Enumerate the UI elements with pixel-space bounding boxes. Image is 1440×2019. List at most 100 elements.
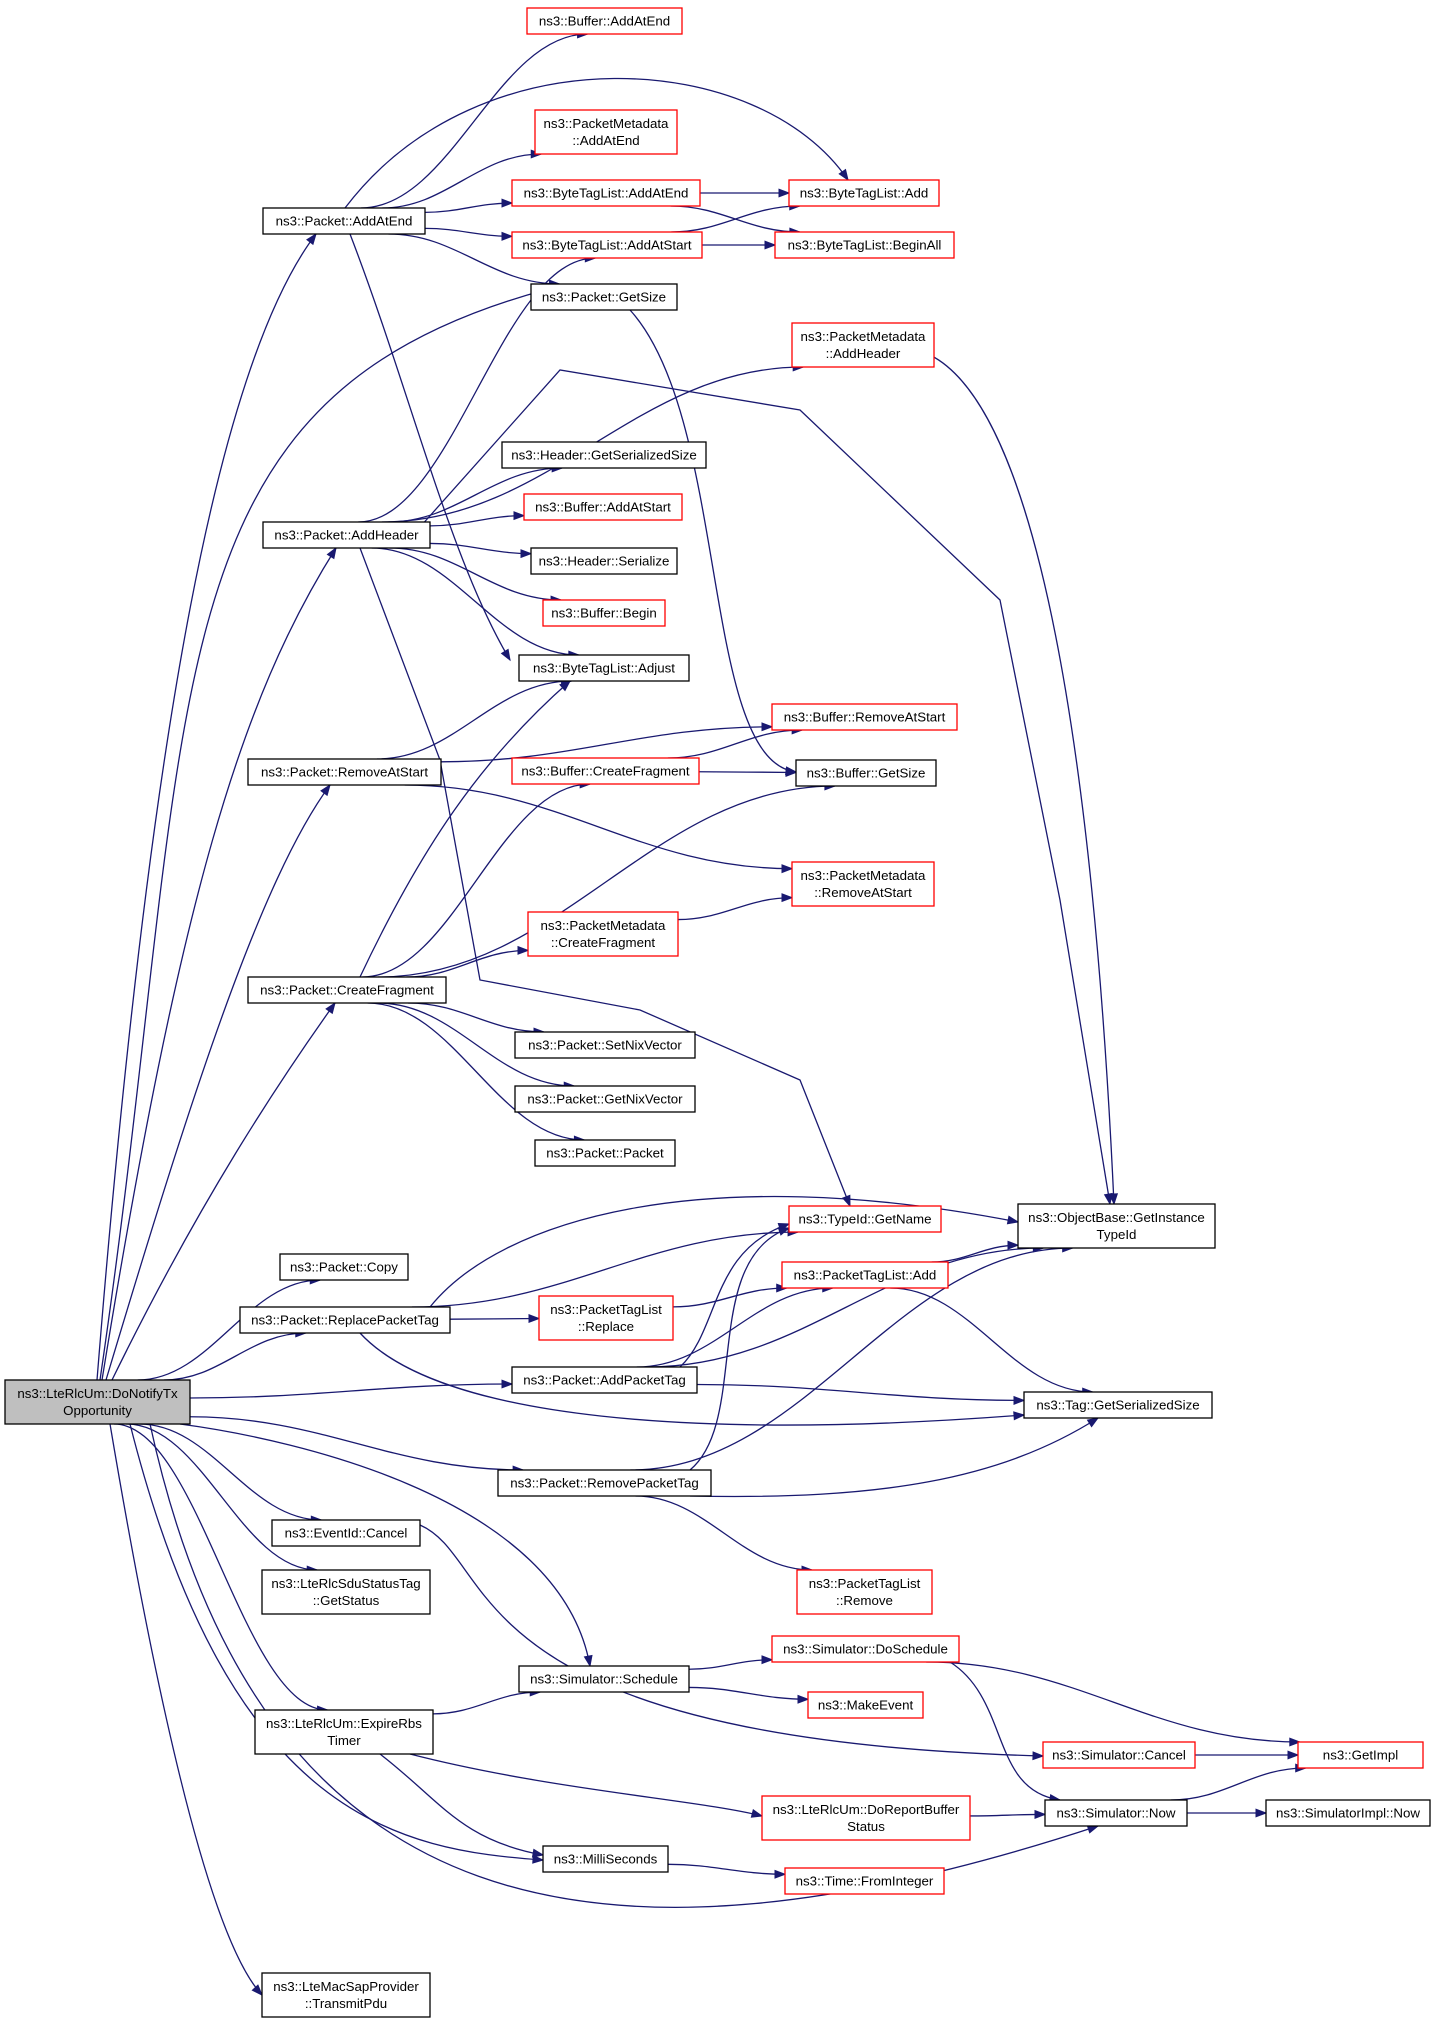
- function-node-btlAddAtEnd[interactable]: ns3::ByteTagList::AddAtEnd: [511, 179, 701, 207]
- function-node-ptlRemove[interactable]: ns3::PacketTagList::Remove: [796, 1569, 933, 1615]
- node-box[interactable]: [795, 759, 937, 787]
- function-node-replacePacketTag[interactable]: ns3::Packet::ReplacePacketTag: [239, 1306, 451, 1334]
- function-node-transmitPdu[interactable]: ns3::LteMacSapProvider::TransmitPdu: [261, 1972, 431, 2018]
- function-node-btlAddAtStart[interactable]: ns3::ByteTagList::AddAtStart: [511, 231, 703, 259]
- node-box[interactable]: [518, 654, 690, 682]
- function-node-simDoSchedule[interactable]: ns3::Simulator::DoSchedule: [771, 1635, 960, 1663]
- node-box[interactable]: [761, 1795, 971, 1841]
- function-node-simSchedule[interactable]: ns3::Simulator::Schedule: [518, 1665, 690, 1693]
- node-box[interactable]: [254, 1709, 434, 1755]
- node-box[interactable]: [771, 703, 958, 731]
- node-box[interactable]: [279, 1253, 409, 1281]
- function-node-getImpl[interactable]: ns3::GetImpl: [1297, 1741, 1424, 1769]
- node-box[interactable]: [1023, 1391, 1213, 1419]
- node-box[interactable]: [1044, 1799, 1188, 1827]
- function-node-pktGetSize[interactable]: ns3::Packet::GetSize: [530, 283, 678, 311]
- node-box[interactable]: [262, 207, 426, 235]
- node-box[interactable]: [4, 1379, 191, 1425]
- function-node-bufAddAtEnd[interactable]: ns3::Buffer::AddAtEnd: [526, 7, 683, 35]
- function-node-typeIdGetName[interactable]: ns3::TypeId::GetName: [788, 1205, 942, 1233]
- node-box[interactable]: [514, 1031, 696, 1059]
- function-node-bufCreateFragment[interactable]: ns3::Buffer::CreateFragment: [511, 757, 700, 785]
- function-node-ptlAdd[interactable]: ns3::PacketTagList::Add: [781, 1261, 949, 1289]
- node-box[interactable]: [530, 283, 678, 311]
- function-node-tagGetSerSize[interactable]: ns3::Tag::GetSerializedSize: [1023, 1391, 1213, 1419]
- node-box[interactable]: [514, 1085, 696, 1113]
- node-box[interactable]: [511, 231, 703, 259]
- node-box[interactable]: [1297, 1741, 1424, 1769]
- function-node-setNixVector[interactable]: ns3::Packet::SetNixVector: [514, 1031, 696, 1059]
- function-node-simCancel[interactable]: ns3::Simulator::Cancel: [1042, 1741, 1196, 1769]
- node-box[interactable]: [774, 231, 955, 259]
- node-box[interactable]: [534, 109, 678, 155]
- node-box[interactable]: [511, 1366, 698, 1394]
- function-node-removePacketTag[interactable]: ns3::Packet::RemovePacketTag: [497, 1469, 712, 1497]
- node-box[interactable]: [771, 1635, 960, 1663]
- function-node-btlBeginAll[interactable]: ns3::ByteTagList::BeginAll: [774, 231, 955, 259]
- node-box[interactable]: [511, 179, 701, 207]
- function-node-pmRemoveAtStart[interactable]: ns3::PacketMetadata::RemoveAtStart: [791, 861, 935, 907]
- node-box[interactable]: [511, 757, 700, 785]
- node-box[interactable]: [247, 976, 447, 1004]
- node-box[interactable]: [271, 1519, 421, 1547]
- node-box[interactable]: [791, 322, 935, 368]
- function-node-addPacketTag[interactable]: ns3::Packet::AddPacketTag: [511, 1366, 698, 1394]
- node-box[interactable]: [526, 7, 683, 35]
- function-node-pmAddHeader[interactable]: ns3::PacketMetadata::AddHeader: [791, 322, 935, 368]
- node-box[interactable]: [807, 1691, 924, 1719]
- node-box[interactable]: [530, 547, 678, 575]
- function-node-sduGetStatus[interactable]: ns3::LteRlcSduStatusTag::GetStatus: [261, 1569, 431, 1615]
- node-box[interactable]: [262, 521, 431, 549]
- node-box[interactable]: [239, 1306, 451, 1334]
- node-box[interactable]: [781, 1261, 949, 1289]
- node-box[interactable]: [791, 861, 935, 907]
- node-box[interactable]: [1017, 1203, 1216, 1249]
- function-node-simImplNow[interactable]: ns3::SimulatorImpl::Now: [1265, 1799, 1431, 1827]
- node-box[interactable]: [1265, 1799, 1431, 1827]
- function-node-bufGetSize[interactable]: ns3::Buffer::GetSize: [795, 759, 937, 787]
- function-node-bufAddAtStart[interactable]: ns3::Buffer::AddAtStart: [523, 493, 683, 521]
- node-box[interactable]: [796, 1569, 933, 1615]
- function-node-ptlReplace[interactable]: ns3::PacketTagList::Replace: [538, 1295, 674, 1341]
- function-node-bufBegin[interactable]: ns3::Buffer::Begin: [542, 599, 666, 627]
- function-node-milliSeconds[interactable]: ns3::MilliSeconds: [542, 1845, 669, 1873]
- node-box[interactable]: [534, 1139, 676, 1167]
- node-box[interactable]: [518, 1665, 690, 1693]
- node-box[interactable]: [247, 758, 442, 786]
- function-node-hdrSerialize[interactable]: ns3::Header::Serialize: [530, 547, 678, 575]
- function-node-pmAddAtEnd[interactable]: ns3::PacketMetadata::AddAtEnd: [534, 109, 678, 155]
- node-box[interactable]: [538, 1295, 674, 1341]
- function-node-addAtEnd[interactable]: ns3::Packet::AddAtEnd: [262, 207, 426, 235]
- function-node-hdrGetSerSize[interactable]: ns3::Header::GetSerializedSize: [501, 441, 707, 469]
- function-node-addHeader[interactable]: ns3::Packet::AddHeader: [262, 521, 431, 549]
- function-node-getNixVector[interactable]: ns3::Packet::GetNixVector: [514, 1085, 696, 1113]
- function-node-removeAtStart[interactable]: ns3::Packet::RemoveAtStart: [247, 758, 442, 786]
- node-box[interactable]: [788, 1205, 942, 1233]
- node-box[interactable]: [1042, 1741, 1196, 1769]
- function-node-copy[interactable]: ns3::Packet::Copy: [279, 1253, 409, 1281]
- node-box[interactable]: [788, 179, 940, 207]
- node-box[interactable]: [497, 1469, 712, 1497]
- function-node-eventCancel[interactable]: ns3::EventId::Cancel: [271, 1519, 421, 1547]
- function-node-btlAdd[interactable]: ns3::ByteTagList::Add: [788, 179, 940, 207]
- function-node-btlAdjust[interactable]: ns3::ByteTagList::Adjust: [518, 654, 690, 682]
- function-node-createFragment[interactable]: ns3::Packet::CreateFragment: [247, 976, 447, 1004]
- node-box[interactable]: [784, 1867, 945, 1895]
- node-box[interactable]: [261, 1972, 431, 2018]
- function-node-simNow[interactable]: ns3::Simulator::Now: [1044, 1799, 1188, 1827]
- function-node-timeFromInteger[interactable]: ns3::Time::FromInteger: [784, 1867, 945, 1895]
- node-box[interactable]: [501, 441, 707, 469]
- function-node-pmCreateFragment[interactable]: ns3::PacketMetadata::CreateFragment: [527, 911, 679, 957]
- node-box[interactable]: [542, 599, 666, 627]
- node-box[interactable]: [527, 911, 679, 957]
- function-node-bufRemoveAtStart[interactable]: ns3::Buffer::RemoveAtStart: [771, 703, 958, 731]
- node-box[interactable]: [542, 1845, 669, 1873]
- function-node-pktPacket[interactable]: ns3::Packet::Packet: [534, 1139, 676, 1167]
- node-box[interactable]: [523, 493, 683, 521]
- function-node-makeEvent[interactable]: ns3::MakeEvent: [807, 1691, 924, 1719]
- node-box[interactable]: [261, 1569, 431, 1615]
